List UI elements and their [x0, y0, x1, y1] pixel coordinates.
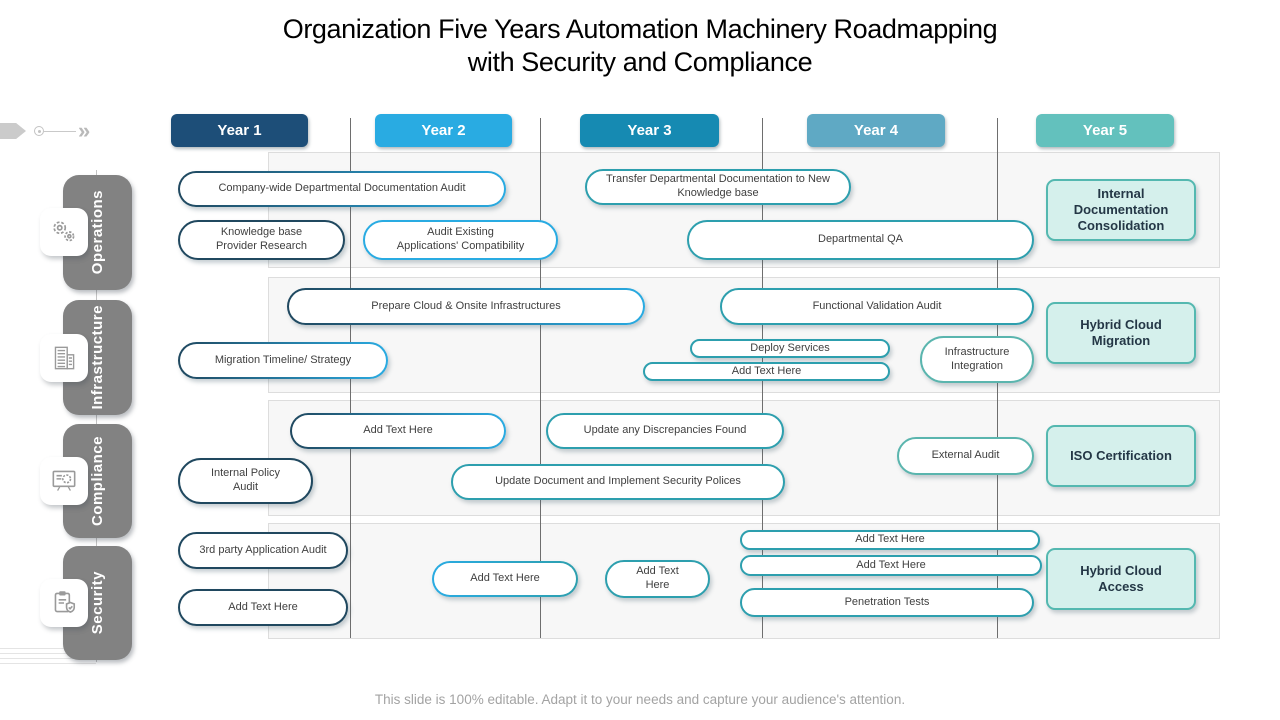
title-line-2: with Security and Compliance	[467, 47, 813, 77]
task-pill-infrastructure[interactable]: Infrastructure Integration	[920, 336, 1034, 383]
year-header-5[interactable]: Year 5	[1036, 114, 1174, 147]
task-pill-operations[interactable]: Transfer Departmental Documentation to N…	[585, 169, 851, 205]
sidebar-category-label: Compliance	[89, 435, 106, 527]
task-pill-operations[interactable]: Departmental QA	[687, 220, 1034, 260]
milestone-compliance[interactable]: ISO Certification	[1046, 425, 1196, 487]
year-header-3[interactable]: Year 3	[580, 114, 719, 147]
task-pill-infrastructure[interactable]: Functional Validation Audit	[720, 288, 1034, 325]
title-line-1: Organization Five Years Automation Machi…	[282, 14, 998, 44]
task-pill-infrastructure[interactable]: Migration Timeline/ Strategy	[178, 342, 388, 379]
year-header-1[interactable]: Year 1	[171, 114, 308, 147]
building-icon	[40, 334, 88, 382]
page-title: Organization Five Years Automation Machi…	[0, 13, 1280, 79]
bottom-left-lines-decoration	[0, 648, 96, 668]
progress-arrow-decoration: »	[0, 118, 91, 143]
task-pill-security[interactable]: Add Text Here	[605, 560, 710, 598]
year-header-4[interactable]: Year 4	[807, 114, 945, 147]
milestone-security[interactable]: Hybrid Cloud Access	[1046, 548, 1196, 610]
double-chevron-icon: »	[78, 118, 91, 143]
monitor-gear-icon	[40, 457, 88, 505]
task-pill-security[interactable]: Add Text Here	[740, 530, 1040, 550]
task-pill-security[interactable]: 3rd party Application Audit	[178, 532, 348, 569]
arrow-block-icon	[0, 123, 26, 139]
year-divider	[540, 118, 541, 638]
sidebar-category-label: Infrastructure	[89, 305, 106, 410]
task-pill-compliance[interactable]: External Audit	[897, 437, 1034, 475]
task-pill-operations[interactable]: Company-wide Departmental Documentation …	[178, 171, 506, 207]
target-dot-icon	[34, 126, 44, 136]
task-pill-security[interactable]: Add Text Here	[740, 555, 1042, 576]
year-header-2[interactable]: Year 2	[375, 114, 512, 147]
task-pill-security[interactable]: Add Text Here	[178, 589, 348, 626]
milestone-operations[interactable]: Internal Documentation Consolidation	[1046, 179, 1196, 241]
clipboard-shield-icon	[40, 579, 88, 627]
task-pill-compliance[interactable]: Update any Discrepancies Found	[546, 413, 784, 449]
task-pill-operations[interactable]: Knowledge base Provider Research	[178, 220, 345, 260]
gears-icon	[40, 208, 88, 256]
sidebar-category-label: Operations	[89, 190, 106, 275]
task-pill-compliance[interactable]: Update Document and Implement Security P…	[451, 464, 785, 500]
task-pill-operations[interactable]: Audit Existing Applications' Compatibili…	[363, 220, 558, 260]
task-pill-compliance[interactable]: Add Text Here	[290, 413, 506, 449]
footer-note: This slide is 100% editable. Adapt it to…	[374, 692, 906, 707]
sidebar-category-label: Security	[89, 571, 106, 635]
task-pill-infrastructure[interactable]: Deploy Services	[690, 339, 890, 358]
arrow-line	[44, 130, 76, 132]
category-spine-line	[96, 170, 97, 662]
task-pill-infrastructure[interactable]: Prepare Cloud & Onsite Infrastructures	[287, 288, 645, 325]
task-pill-compliance[interactable]: Internal Policy Audit	[178, 458, 313, 504]
task-pill-security[interactable]: Add Text Here	[432, 561, 578, 597]
task-pill-security[interactable]: Penetration Tests	[740, 588, 1034, 617]
year-divider	[350, 118, 351, 638]
milestone-infrastructure[interactable]: Hybrid Cloud Migration	[1046, 302, 1196, 364]
task-pill-infrastructure[interactable]: Add Text Here	[643, 362, 890, 381]
